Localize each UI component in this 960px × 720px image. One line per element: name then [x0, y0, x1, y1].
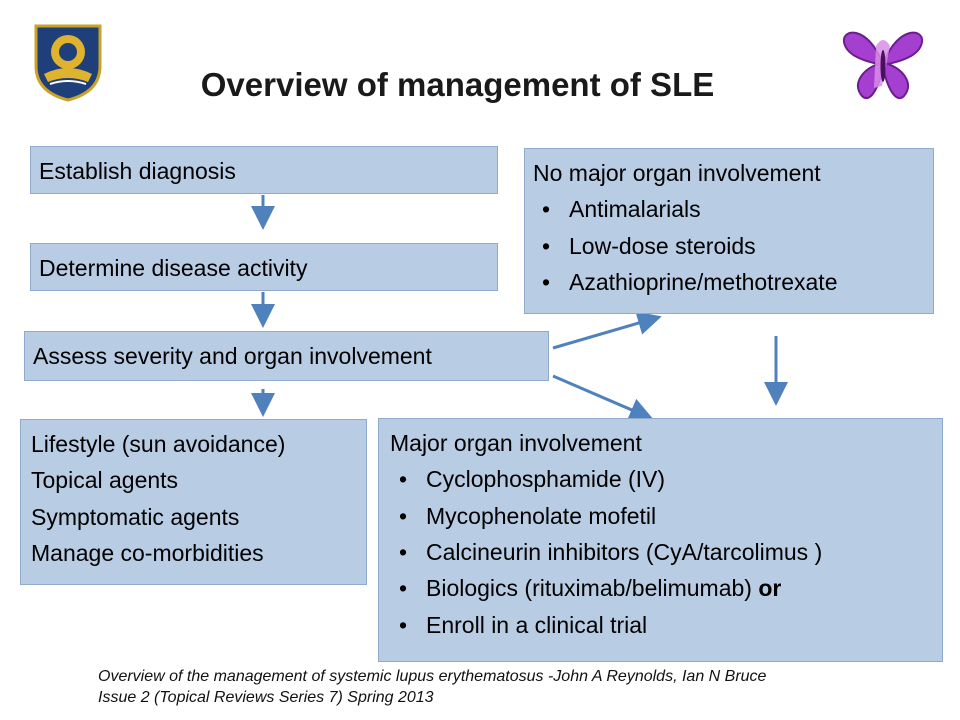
citation-line-1: Overview of the management of systemic l… [98, 668, 767, 685]
list-item: Enroll in a clinical trial [390, 607, 934, 644]
or-emphasis: or [751, 575, 782, 602]
establish-diagnosis-box: Establish diagnosis [30, 146, 498, 194]
lifestyle-line: Symptomatic agents [31, 503, 240, 530]
university-logo-icon [34, 24, 102, 102]
arrow-severity-to-major [552, 374, 654, 421]
disease-activity-label: Determine disease activity [39, 255, 308, 281]
no-major-organ-heading: No major organ involvement [533, 160, 821, 186]
assess-severity-box: Assess severity and organ involvement [24, 331, 549, 381]
citation: Overview of the management of systemic l… [98, 667, 766, 709]
list-item: Antimalarials [533, 191, 925, 228]
no-major-organ-box: No major organ involvement Antimalarials… [524, 148, 934, 314]
list-item: Azathioprine/methotrexate [533, 264, 925, 301]
major-organ-box: Major organ involvement Cyclophosphamide… [378, 418, 943, 662]
list-item: Calcineurin inhibitors (CyA/tarcolimus ) [390, 534, 934, 571]
list-item: Mycophenolate mofetil [390, 498, 934, 535]
butterfly-ribbon-icon [842, 31, 924, 99]
citation-line-2: Issue 2 (Topical Reviews Series 7) Sprin… [98, 688, 434, 706]
lifestyle-line: Lifestyle (sun avoidance) [31, 431, 286, 457]
biologics-text: Biologics (rituximab/belimumab) [426, 575, 752, 602]
establish-diagnosis-label: Establish diagnosis [39, 158, 236, 184]
no-major-organ-list: Antimalarials Low-dose steroids Azathiop… [533, 191, 925, 300]
lifestyle-line: Manage co-morbidities [31, 539, 264, 566]
page-title: Overview of management of SLE [200, 66, 715, 103]
list-item: Cyclophosphamide (IV) [390, 461, 934, 498]
disease-activity-box: Determine disease activity [30, 243, 498, 291]
major-organ-list: Cyclophosphamide (IV) Mycophenolate mofe… [390, 461, 934, 643]
list-item: Biologics (rituximab/belimumab) or [390, 570, 934, 607]
major-organ-heading: Major organ involvement [390, 430, 642, 456]
assess-severity-label: Assess severity and organ involvement [33, 343, 432, 369]
lifestyle-box: Lifestyle (sun avoidance) Topical agents… [20, 419, 367, 585]
lifestyle-line: Topical agents [31, 467, 179, 494]
list-item: Low-dose steroids [533, 228, 925, 265]
arrow-severity-to-minor [552, 311, 662, 350]
